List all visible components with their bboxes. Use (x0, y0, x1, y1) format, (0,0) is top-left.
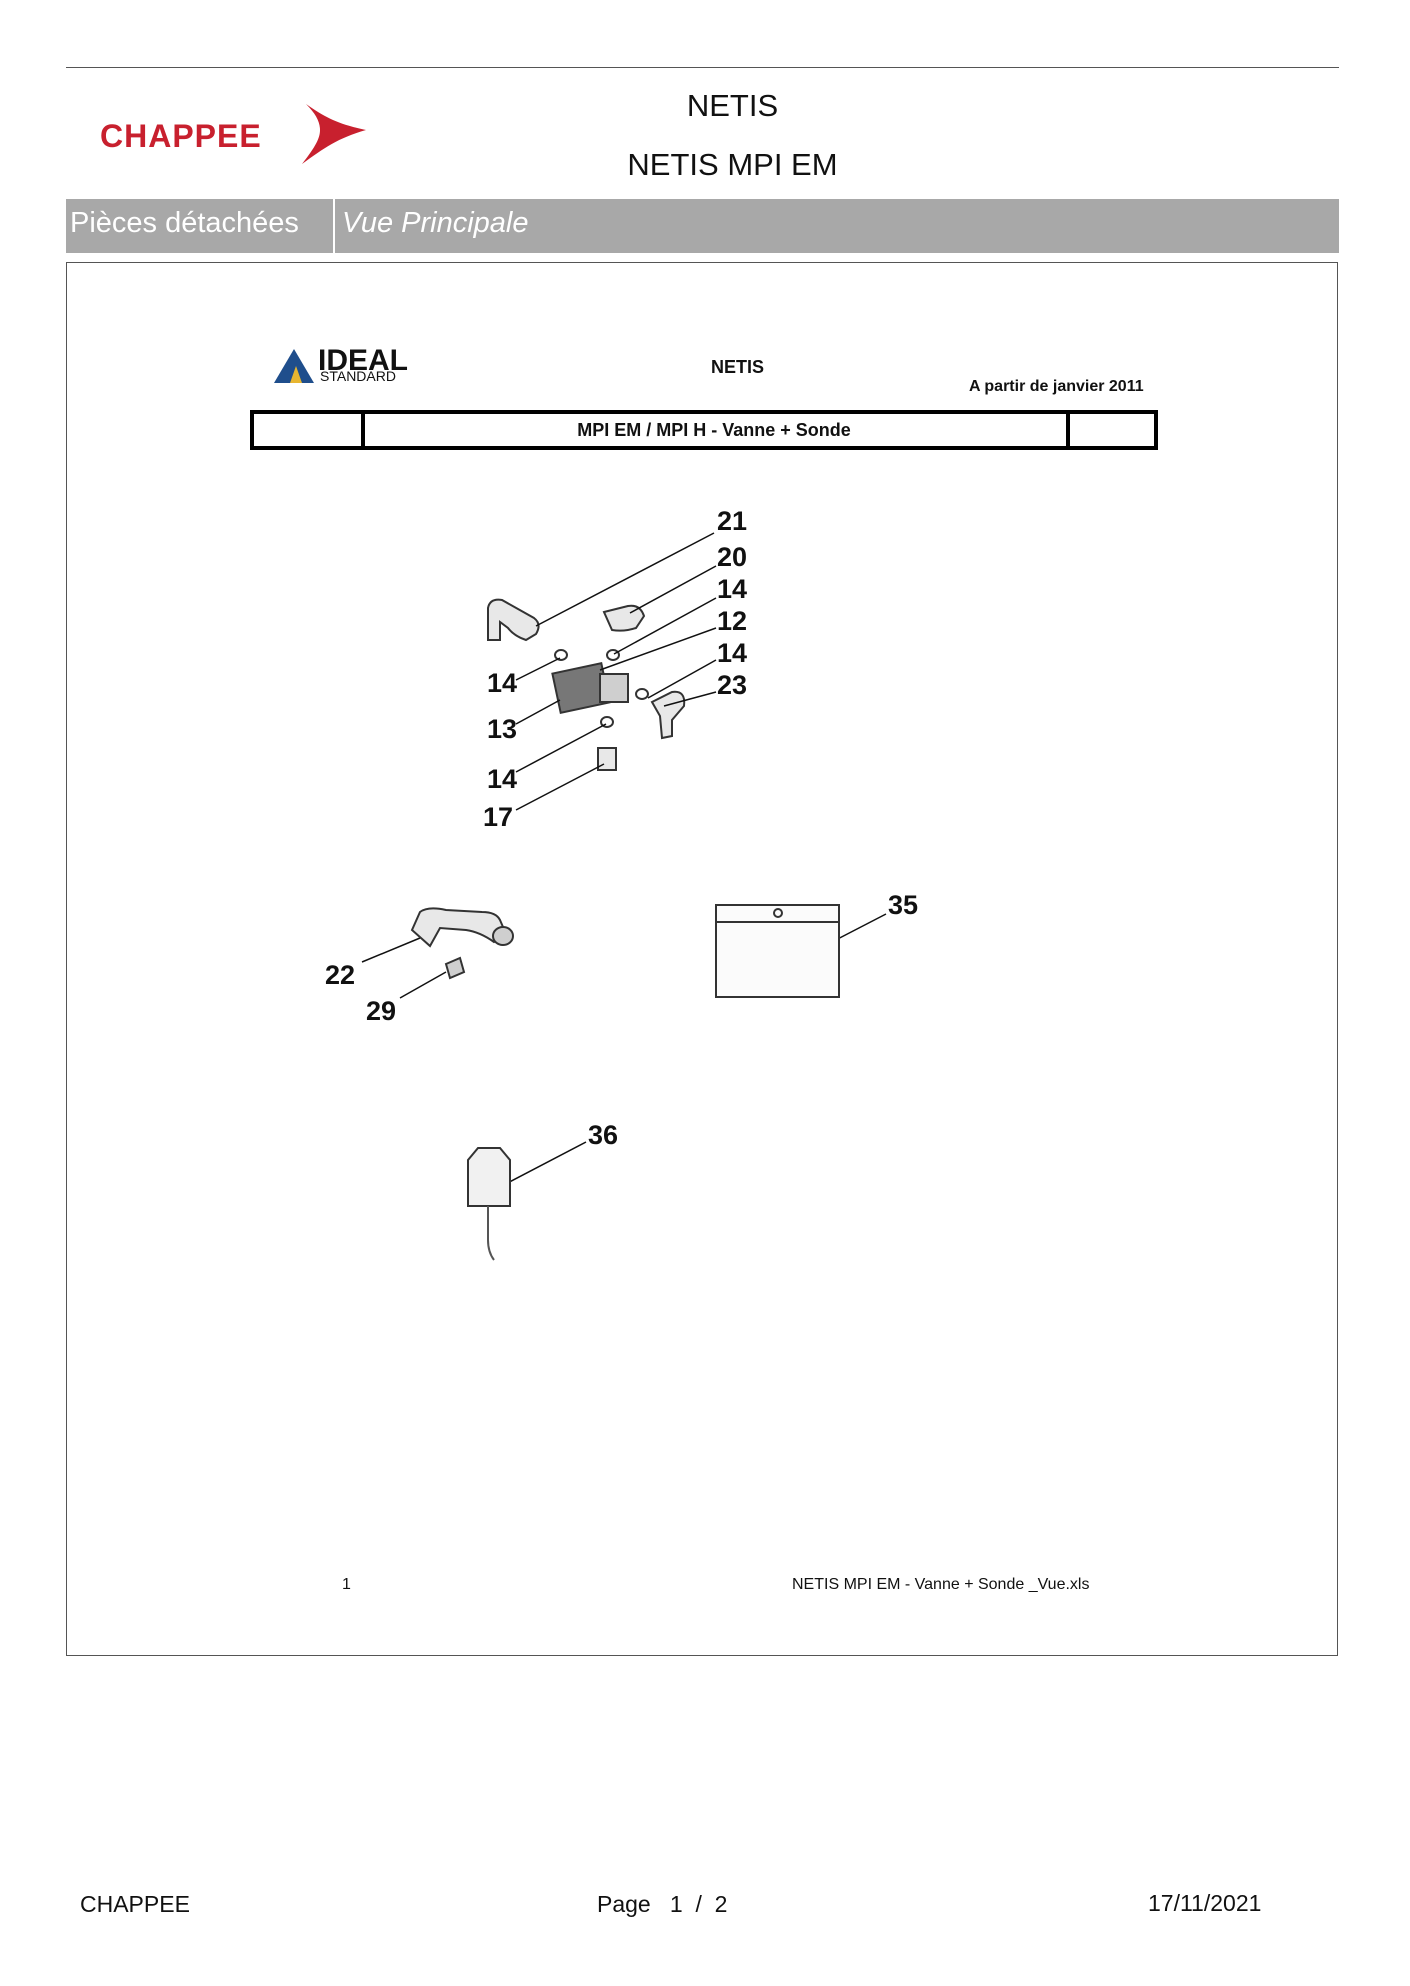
sheet-title-table: MPI EM / MPI H - Vanne + Sonde (250, 410, 1158, 450)
section-bar (66, 199, 1339, 253)
document-title: NETIS (686, 88, 779, 123)
valve-assembly (487, 598, 686, 771)
callout-label: 29 (366, 996, 396, 1026)
callout-label: 13 (487, 714, 517, 744)
callout-label: 17 (483, 802, 513, 832)
callout-label: 22 (325, 960, 355, 990)
callout-label: 14 (717, 574, 747, 604)
pipe-assembly (410, 907, 514, 980)
section-divider (333, 199, 335, 253)
ideal-logo-line2: STANDARD (320, 368, 396, 384)
callout-label: 20 (717, 542, 747, 572)
footer-date: 17/11/2021 (1148, 1890, 1262, 1916)
footer-page-number: Page 1 / 2 (597, 1891, 728, 1917)
sheet-filename: NETIS MPI EM - Vanne + Sonde _Vue.xls (792, 1576, 1089, 1593)
ideal-logo-line1: IDEAL (318, 344, 408, 377)
callout-label: 35 (888, 890, 918, 920)
callout-label: 14 (487, 668, 517, 698)
sheet-page-number: 1 (342, 1576, 351, 1593)
callout-label: 21 (717, 506, 747, 536)
callout-label: 36 (588, 1120, 618, 1150)
sheet-validity: A partir de janvier 2011 (969, 378, 1144, 395)
callout-label: 14 (717, 638, 747, 668)
callout-label: 14 (487, 764, 517, 794)
view-label: Vue Principale (342, 207, 529, 239)
parts-bag (715, 904, 840, 998)
section-label: Pièces détachées (70, 207, 299, 239)
sheet-table-title: MPI EM / MPI H - Vanne + Sonde (577, 420, 851, 440)
leader-lines (361, 532, 887, 1189)
sheet-model: NETIS (711, 357, 764, 377)
temperature-sensor (467, 1147, 511, 1261)
footer-brand: CHAPPEE (80, 1891, 190, 1917)
callout-label: 23 (717, 670, 747, 700)
top-rule (66, 67, 1339, 68)
document-subtitle: NETIS MPI EM (627, 147, 838, 182)
chappee-wordmark: CHAPPEE (100, 118, 262, 154)
ideal-standard-logo: IDEAL STANDARD (274, 344, 408, 384)
chappee-logo (302, 104, 366, 164)
callout-label: 12 (717, 606, 747, 636)
drawing-frame (66, 262, 1338, 1656)
